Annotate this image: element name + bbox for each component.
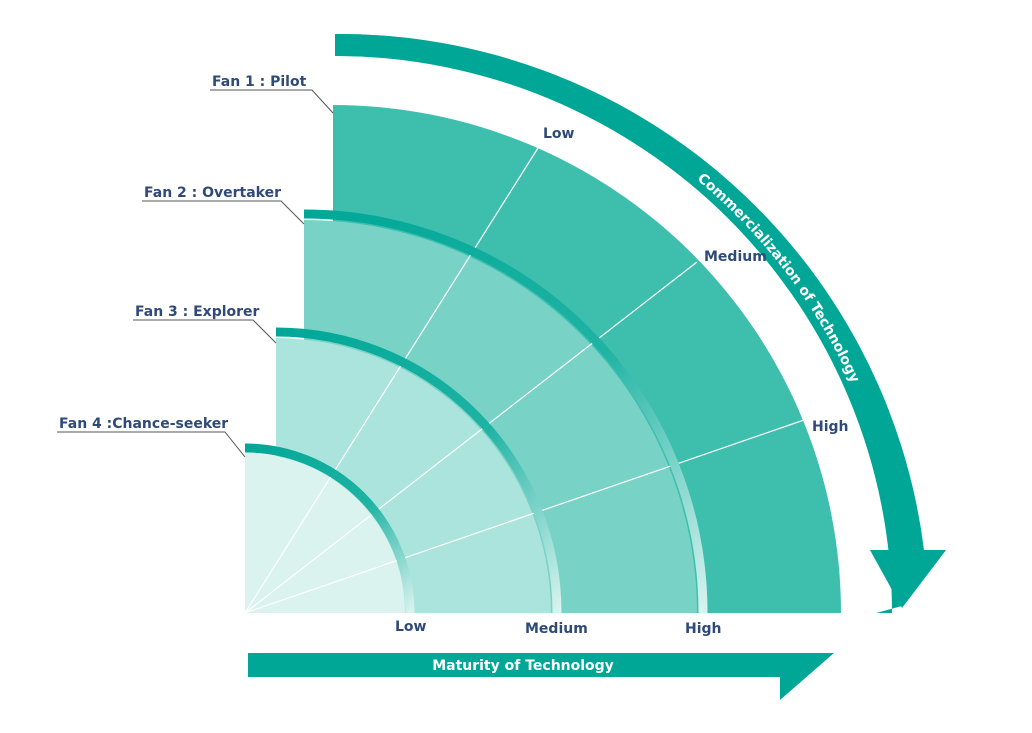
- commercialization-arrow-body: [335, 33, 946, 608]
- fan-2-arc: [303, 209, 708, 614]
- divider-line: [244, 147, 539, 614]
- fan-3-label: Fan 3 : Explorer: [135, 304, 260, 320]
- divider-line: [244, 419, 805, 614]
- fan-4-sector: [245, 453, 405, 613]
- maturity-level-medium: Medium: [525, 621, 588, 637]
- fan-2-label: Fan 2 : Overtaker: [144, 185, 281, 201]
- maturity-level-low: Low: [395, 619, 427, 635]
- fan-1-label: Fan 1 : Pilot: [212, 74, 307, 90]
- commercialization-level-medium: Medium: [704, 249, 767, 265]
- maturity-level-high: High: [685, 621, 722, 637]
- fan-2-leader: [142, 200, 305, 225]
- fan-4-label: Fan 4 :Chance-seeker: [59, 416, 228, 432]
- maturity-title: Maturity of Technology: [432, 658, 614, 674]
- fan-4-leader: [57, 431, 246, 458]
- divider-line: [244, 261, 698, 614]
- fan-1-leader: [210, 89, 334, 114]
- segment-dividers: [244, 147, 805, 614]
- maturity-arrow: [248, 653, 834, 700]
- fan-label-leaders: [57, 89, 334, 458]
- fan-3-arc: [275, 327, 562, 614]
- fan-4-arc: [244, 443, 415, 614]
- fan-3-leader: [133, 319, 277, 344]
- commercialization-level-high: High: [812, 419, 849, 435]
- commercialization-level-low: Low: [543, 126, 575, 142]
